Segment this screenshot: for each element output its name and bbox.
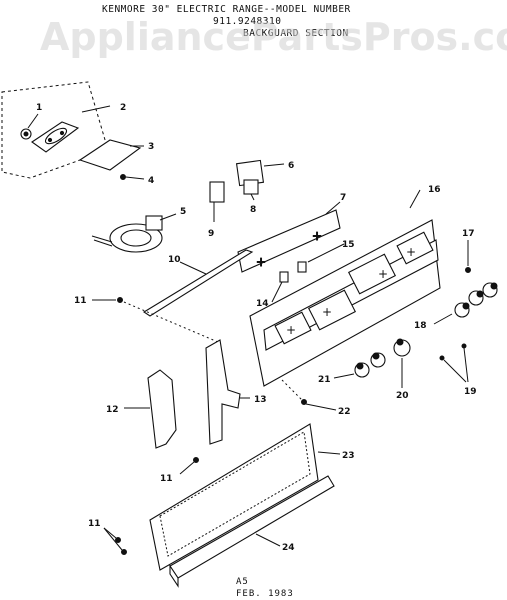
clock-glass bbox=[78, 139, 142, 171]
callout-12: 12 bbox=[106, 405, 119, 415]
svg-text:+: + bbox=[378, 267, 388, 281]
callout-8: 8 bbox=[250, 205, 256, 215]
knobs-18 bbox=[454, 282, 498, 318]
callout-5: 5 bbox=[180, 207, 186, 217]
callout-21: 21 bbox=[318, 375, 331, 385]
svg-text:+: + bbox=[312, 229, 322, 243]
callout-10: 10 bbox=[168, 255, 181, 265]
callout-7: 7 bbox=[340, 193, 346, 203]
callout-17: 17 bbox=[462, 229, 475, 239]
callout-20: 20 bbox=[396, 391, 409, 401]
callout-16: 16 bbox=[428, 185, 441, 195]
watermark: AppliancePartsPros.com bbox=[40, 15, 507, 59]
callout-4: 4 bbox=[148, 176, 154, 186]
callout-19: 19 bbox=[464, 387, 477, 397]
header-model-number: 911.9248310 bbox=[213, 16, 281, 27]
rail-10 bbox=[142, 249, 254, 317]
svg-text:+: + bbox=[286, 323, 296, 337]
callout-1: 1 bbox=[36, 103, 42, 113]
header-section: BACKGUARD SECTION bbox=[243, 28, 349, 39]
footer-code: A5 bbox=[236, 577, 249, 587]
callout-2: 2 bbox=[120, 103, 126, 113]
timer-switch bbox=[91, 213, 177, 253]
callout-11-bottom: 11 bbox=[88, 519, 101, 529]
bracket-12 bbox=[147, 369, 177, 449]
callout-3: 3 bbox=[148, 142, 154, 152]
back-panel bbox=[149, 423, 319, 571]
callout-15: 15 bbox=[342, 240, 355, 250]
callout-23: 23 bbox=[342, 451, 355, 461]
callout-18: 18 bbox=[414, 321, 427, 331]
bracket-13 bbox=[205, 339, 241, 445]
callout-11-mid: 11 bbox=[160, 474, 173, 484]
footer-date: FEB. 1983 bbox=[236, 589, 294, 599]
clock-assembly-group bbox=[1, 81, 109, 179]
callout-14: 14 bbox=[256, 299, 269, 309]
callout-13: 13 bbox=[254, 395, 267, 405]
control-panel: + + + + bbox=[249, 219, 441, 387]
switch-panel bbox=[237, 209, 341, 273]
header-title: KENMORE 30" ELECTRIC RANGE--MODEL NUMBER bbox=[102, 4, 351, 15]
svg-text:+: + bbox=[322, 305, 332, 319]
callout-9: 9 bbox=[208, 229, 214, 239]
callout-24: 24 bbox=[282, 543, 295, 553]
callout-22: 22 bbox=[338, 407, 351, 417]
callout-6: 6 bbox=[288, 161, 294, 171]
svg-text:+: + bbox=[256, 255, 266, 269]
svg-text:+: + bbox=[406, 245, 416, 259]
callout-11-top: 11 bbox=[74, 296, 87, 306]
